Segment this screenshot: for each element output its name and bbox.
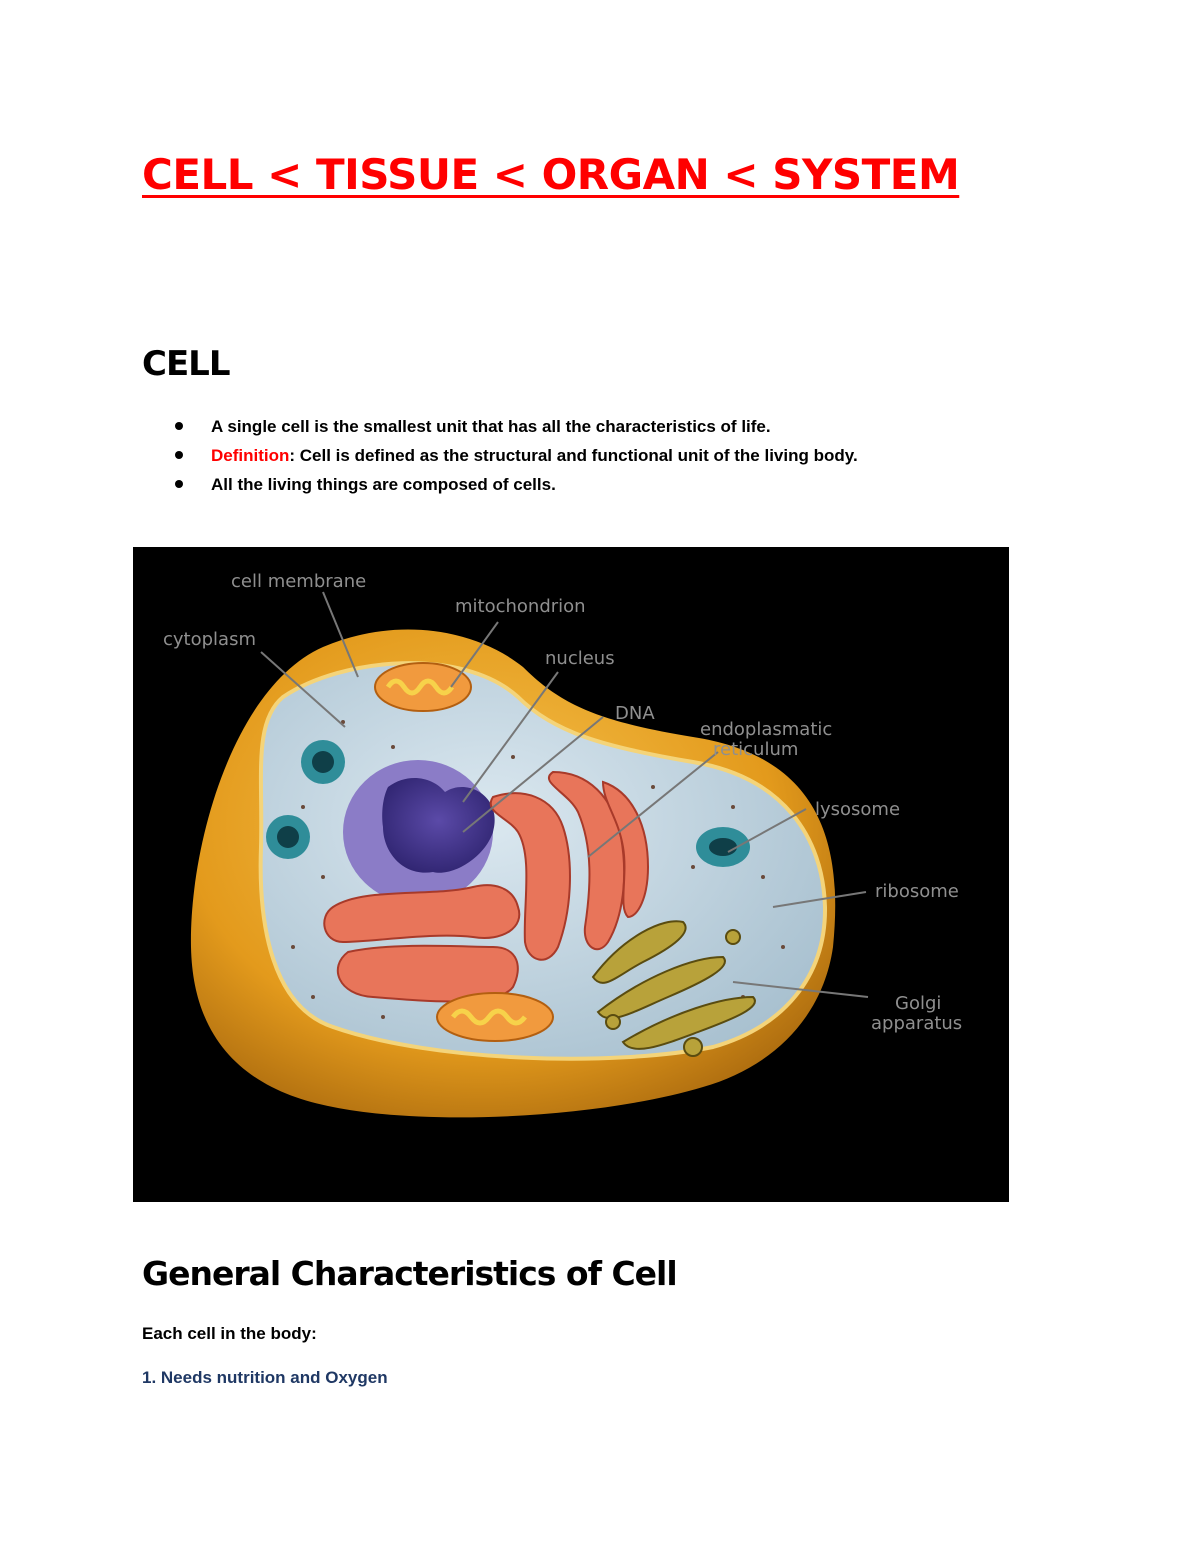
lysosome-shape xyxy=(266,740,750,867)
page-title: CELL < TISSUE < ORGAN < SYSTEM xyxy=(142,150,960,199)
definition-label: Definition xyxy=(211,446,290,465)
each-cell-text: Each cell in the body: xyxy=(142,1324,317,1343)
label-ribosome: ribosome xyxy=(875,881,959,902)
cell-diagram: cell membrane mitochondrion cytoplasm nu… xyxy=(133,547,1009,1202)
list-item: A single cell is the smallest unit that … xyxy=(175,412,858,441)
bullet-icon xyxy=(175,451,183,459)
label-lysosome: lysosome xyxy=(815,799,900,820)
bullet-text: A single cell is the smallest unit that … xyxy=(211,417,771,436)
label-golgi-line1: Golgi xyxy=(895,993,941,1014)
leader-lines xyxy=(260,591,869,998)
mitochondrion-shape xyxy=(374,662,554,1042)
cell-diagram-svg: cell membrane mitochondrion cytoplasm nu… xyxy=(163,571,962,1118)
bullet-icon xyxy=(175,480,183,488)
list-item: Definition: Cell is defined as the struc… xyxy=(175,441,858,470)
label-mitochondrion: mitochondrion xyxy=(455,596,586,617)
bullet-text: All the living things are composed of ce… xyxy=(211,475,556,494)
label-er-line2: reticulum xyxy=(713,739,798,760)
label-cytoplasm: cytoplasm xyxy=(163,629,256,650)
numbered-item-1: 1. Needs nutrition and Oxygen xyxy=(142,1368,388,1387)
bullet-icon xyxy=(175,422,183,430)
nucleus-shape xyxy=(343,760,495,904)
endoplasmic-reticulum-shape xyxy=(323,770,650,1003)
label-nucleus: nucleus xyxy=(545,648,615,669)
label-cell-membrane: cell membrane xyxy=(231,571,366,592)
bullet-text: : Cell is defined as the structural and … xyxy=(289,446,858,465)
list-item: All the living things are composed of ce… xyxy=(175,470,858,499)
label-er-line1: endoplasmatic xyxy=(700,719,832,740)
golgi-apparatus-shape xyxy=(591,920,756,1057)
label-golgi-line2: apparatus xyxy=(871,1013,962,1034)
general-characteristics-heading: General Characteristics of Cell xyxy=(142,1254,678,1293)
label-dna: DNA xyxy=(615,703,655,724)
cell-bullet-list: A single cell is the smallest unit that … xyxy=(175,412,858,499)
cell-heading: CELL xyxy=(142,344,231,384)
